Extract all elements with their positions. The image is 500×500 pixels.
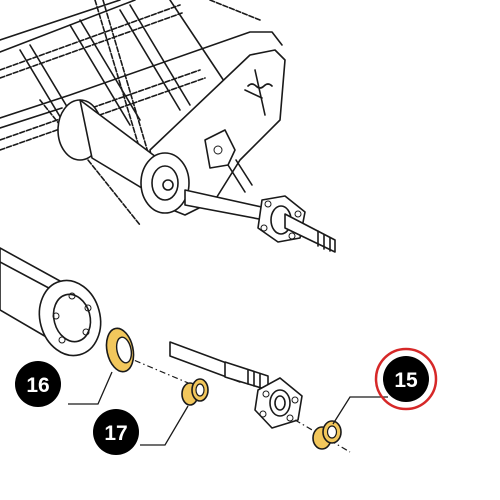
chain-conveyor-assembly [0, 0, 336, 253]
leader-17 [140, 405, 189, 446]
part-15-bushing[interactable] [312, 420, 342, 450]
callout-17[interactable]: 17 [93, 409, 139, 455]
flange-bearing-housing [254, 377, 303, 429]
leader-16 [68, 371, 113, 405]
callout-17-label: 17 [104, 422, 127, 445]
selection-ring [374, 347, 438, 411]
leader-15 [332, 396, 388, 425]
callout-15[interactable]: 15 [374, 347, 438, 411]
callout-16-label: 16 [26, 374, 49, 397]
part-16-bearing-ring[interactable] [103, 326, 138, 374]
part-17-bushing[interactable] [181, 378, 209, 406]
callout-16[interactable]: 16 [15, 361, 61, 407]
callout-15-label: 15 [394, 369, 418, 392]
lower-shaft-drum-assembly [0, 247, 269, 391]
